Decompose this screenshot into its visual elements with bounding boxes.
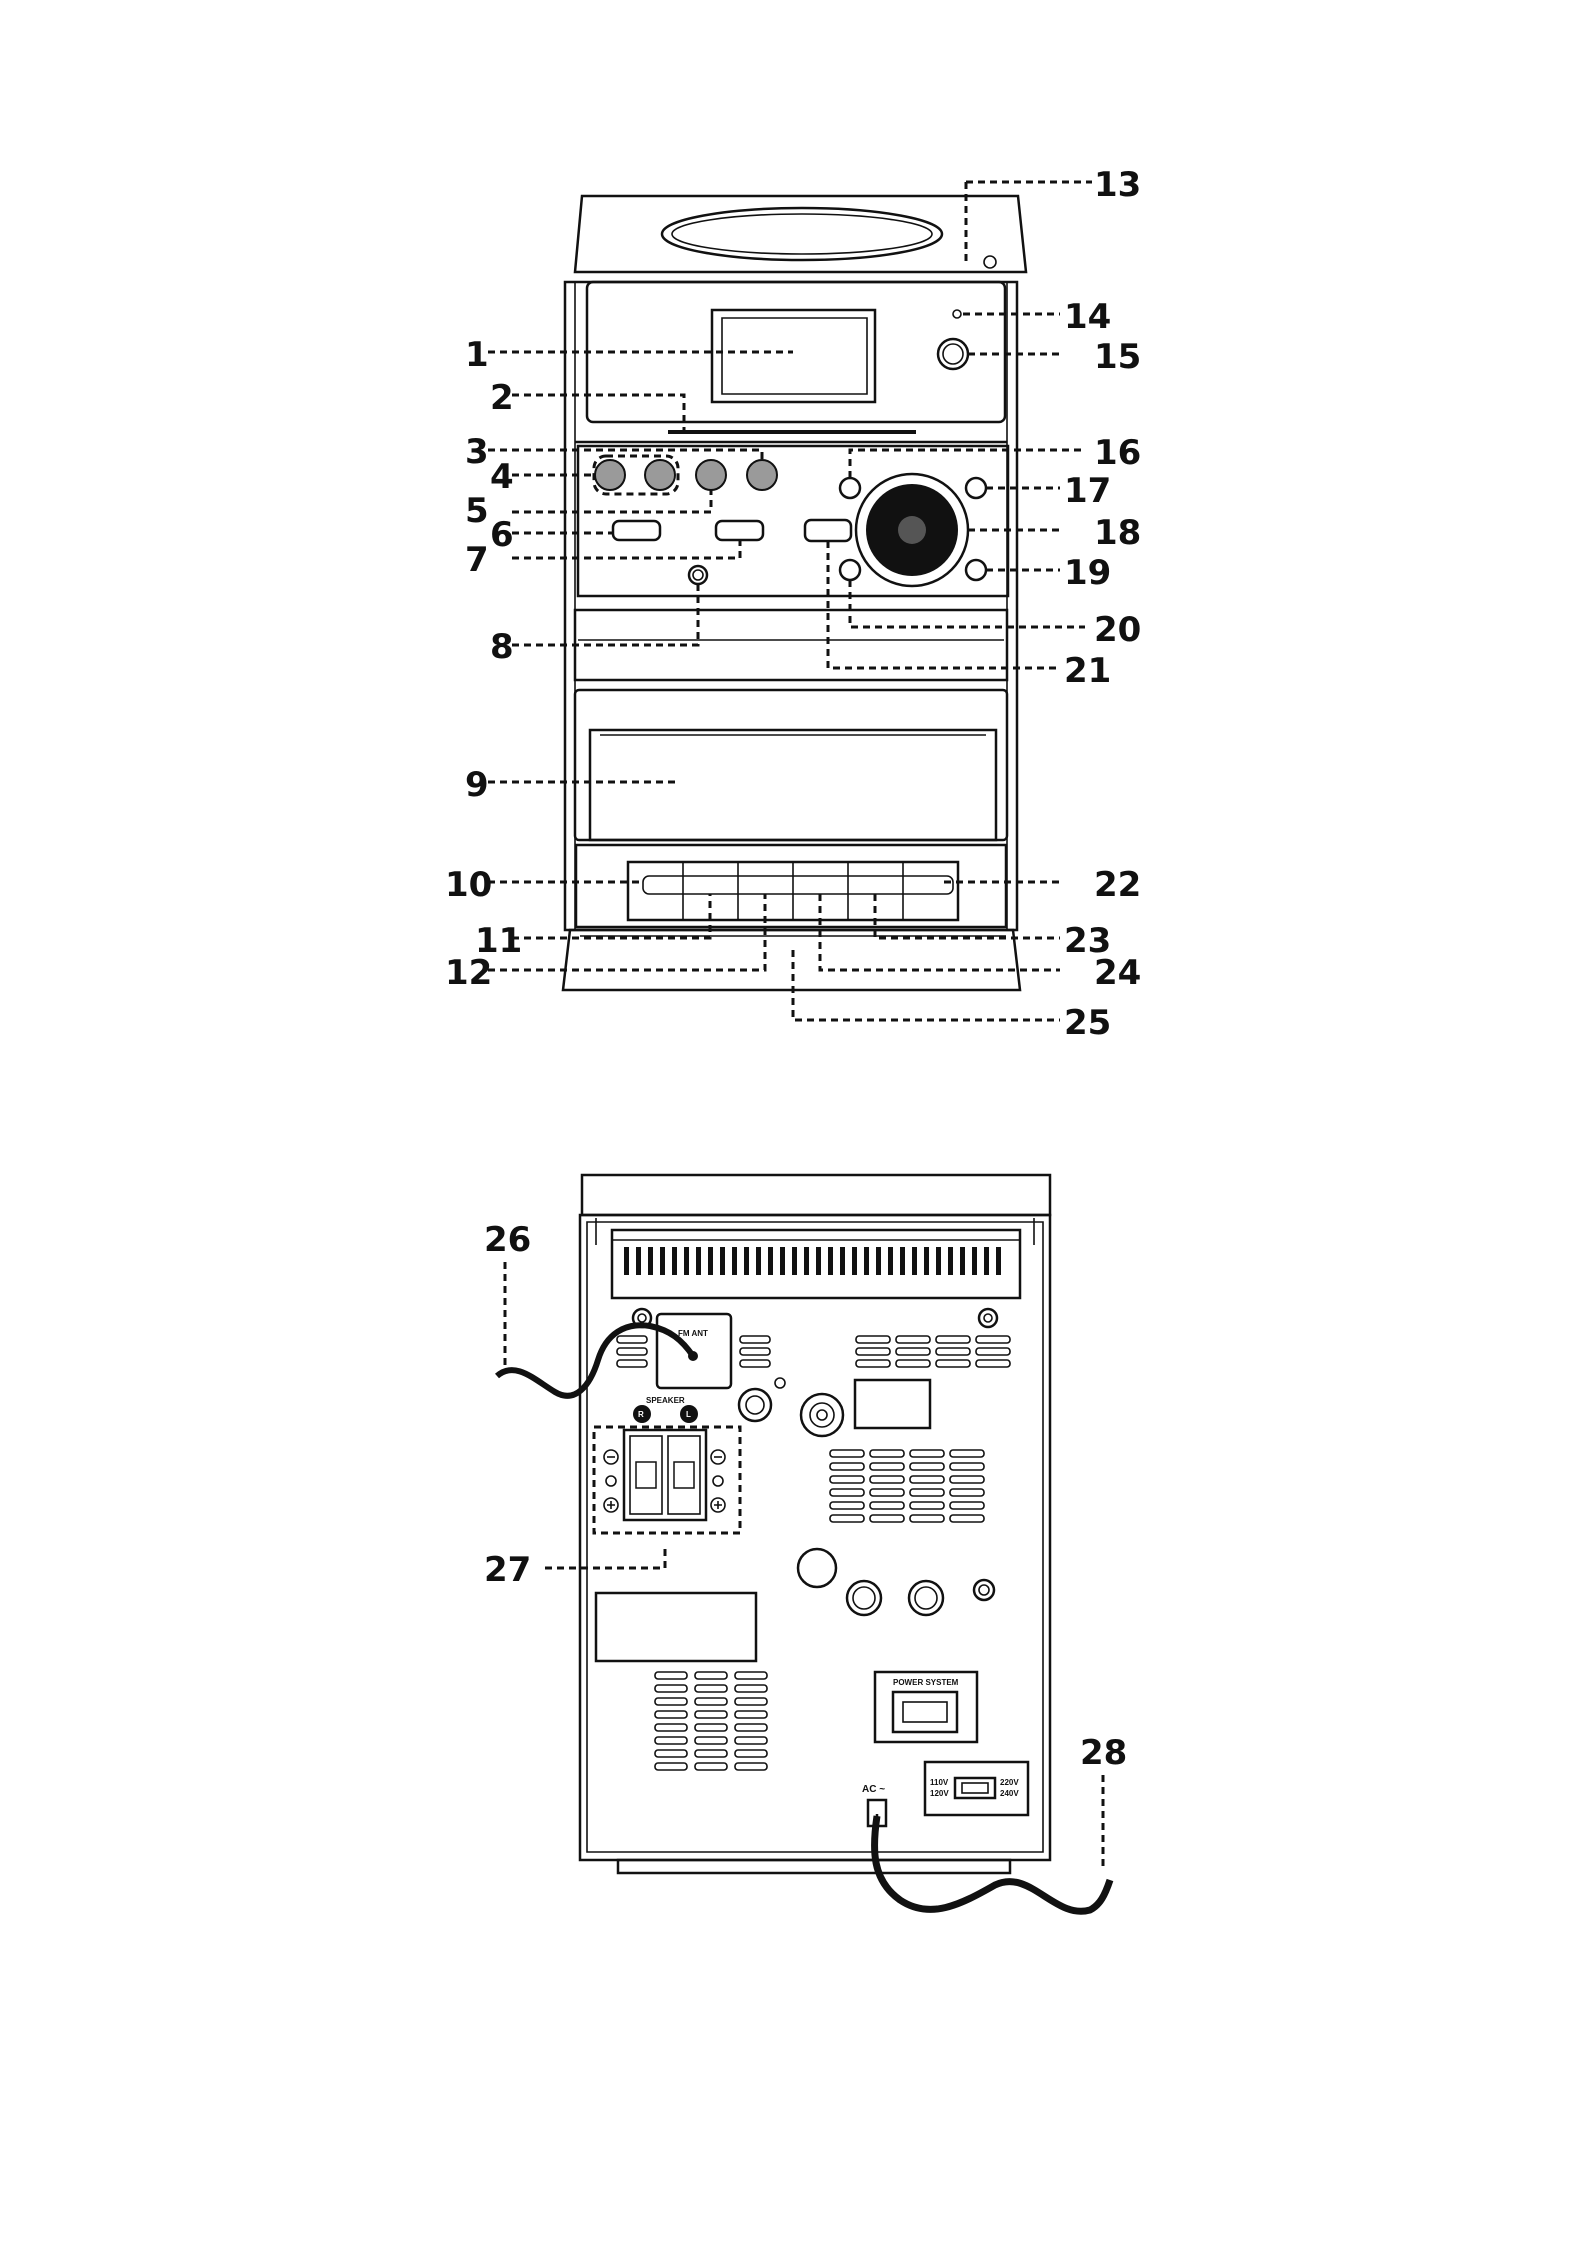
callout-13: 13 — [1094, 165, 1141, 205]
callout-15: 15 — [1094, 337, 1141, 377]
callout-4: 4 — [490, 457, 514, 497]
callout-21: 21 — [1064, 651, 1111, 691]
front-view — [563, 196, 1026, 990]
callout-7: 7 — [465, 540, 489, 580]
callout-10: 10 — [445, 865, 492, 905]
callout-8: 8 — [490, 627, 514, 667]
voltage-110: 110V — [930, 1778, 949, 1787]
speaker-left-label: L — [686, 1410, 691, 1419]
callout-18: 18 — [1094, 513, 1141, 553]
button-3 — [747, 460, 777, 490]
power-cord — [874, 1816, 1110, 1911]
callout-3: 3 — [465, 432, 489, 472]
speaker-label: SPEAKER — [646, 1396, 685, 1405]
callout-20: 20 — [1094, 610, 1141, 650]
callout-24: 24 — [1094, 953, 1141, 993]
vents-center — [830, 1450, 984, 1522]
callout-16: 16 — [1094, 433, 1141, 473]
speaker-right-label: R — [638, 1410, 644, 1419]
voltage-120: 120V — [930, 1789, 949, 1798]
ac-input-label: AC ~ — [862, 1784, 885, 1795]
callout-22: 22 — [1094, 865, 1141, 905]
callout-6: 6 — [490, 515, 514, 555]
button-4b — [645, 460, 675, 490]
fm-antenna-wire — [497, 1325, 693, 1396]
callout-25: 25 — [1064, 1003, 1111, 1043]
vents-upper-right — [856, 1336, 1010, 1367]
callout-14: 14 — [1064, 297, 1111, 337]
callout-9: 9 — [465, 765, 489, 805]
fm-antenna-terminal — [657, 1314, 731, 1388]
power-system-label: POWER SYSTEM — [893, 1678, 959, 1687]
callout-2: 2 — [490, 378, 514, 418]
callout-26: 26 — [484, 1220, 531, 1260]
callout-12: 12 — [445, 953, 492, 993]
callout-1: 1 — [465, 335, 489, 375]
vents-lower-left — [655, 1672, 767, 1770]
rear-view: FM ANT — [580, 1175, 1050, 1873]
fm-antenna-label: FM ANT — [678, 1329, 708, 1338]
button-5 — [696, 460, 726, 490]
callout-5: 5 — [465, 491, 489, 531]
voltage-220: 220V — [1000, 1778, 1019, 1787]
callout-17: 17 — [1064, 471, 1111, 511]
heat-sink-slots — [624, 1247, 1001, 1275]
callout-27: 27 — [484, 1550, 531, 1590]
callout-28: 28 — [1080, 1733, 1127, 1773]
callout-19: 19 — [1064, 553, 1111, 593]
voltage-240: 240V — [1000, 1789, 1019, 1798]
button-4a — [595, 460, 625, 490]
